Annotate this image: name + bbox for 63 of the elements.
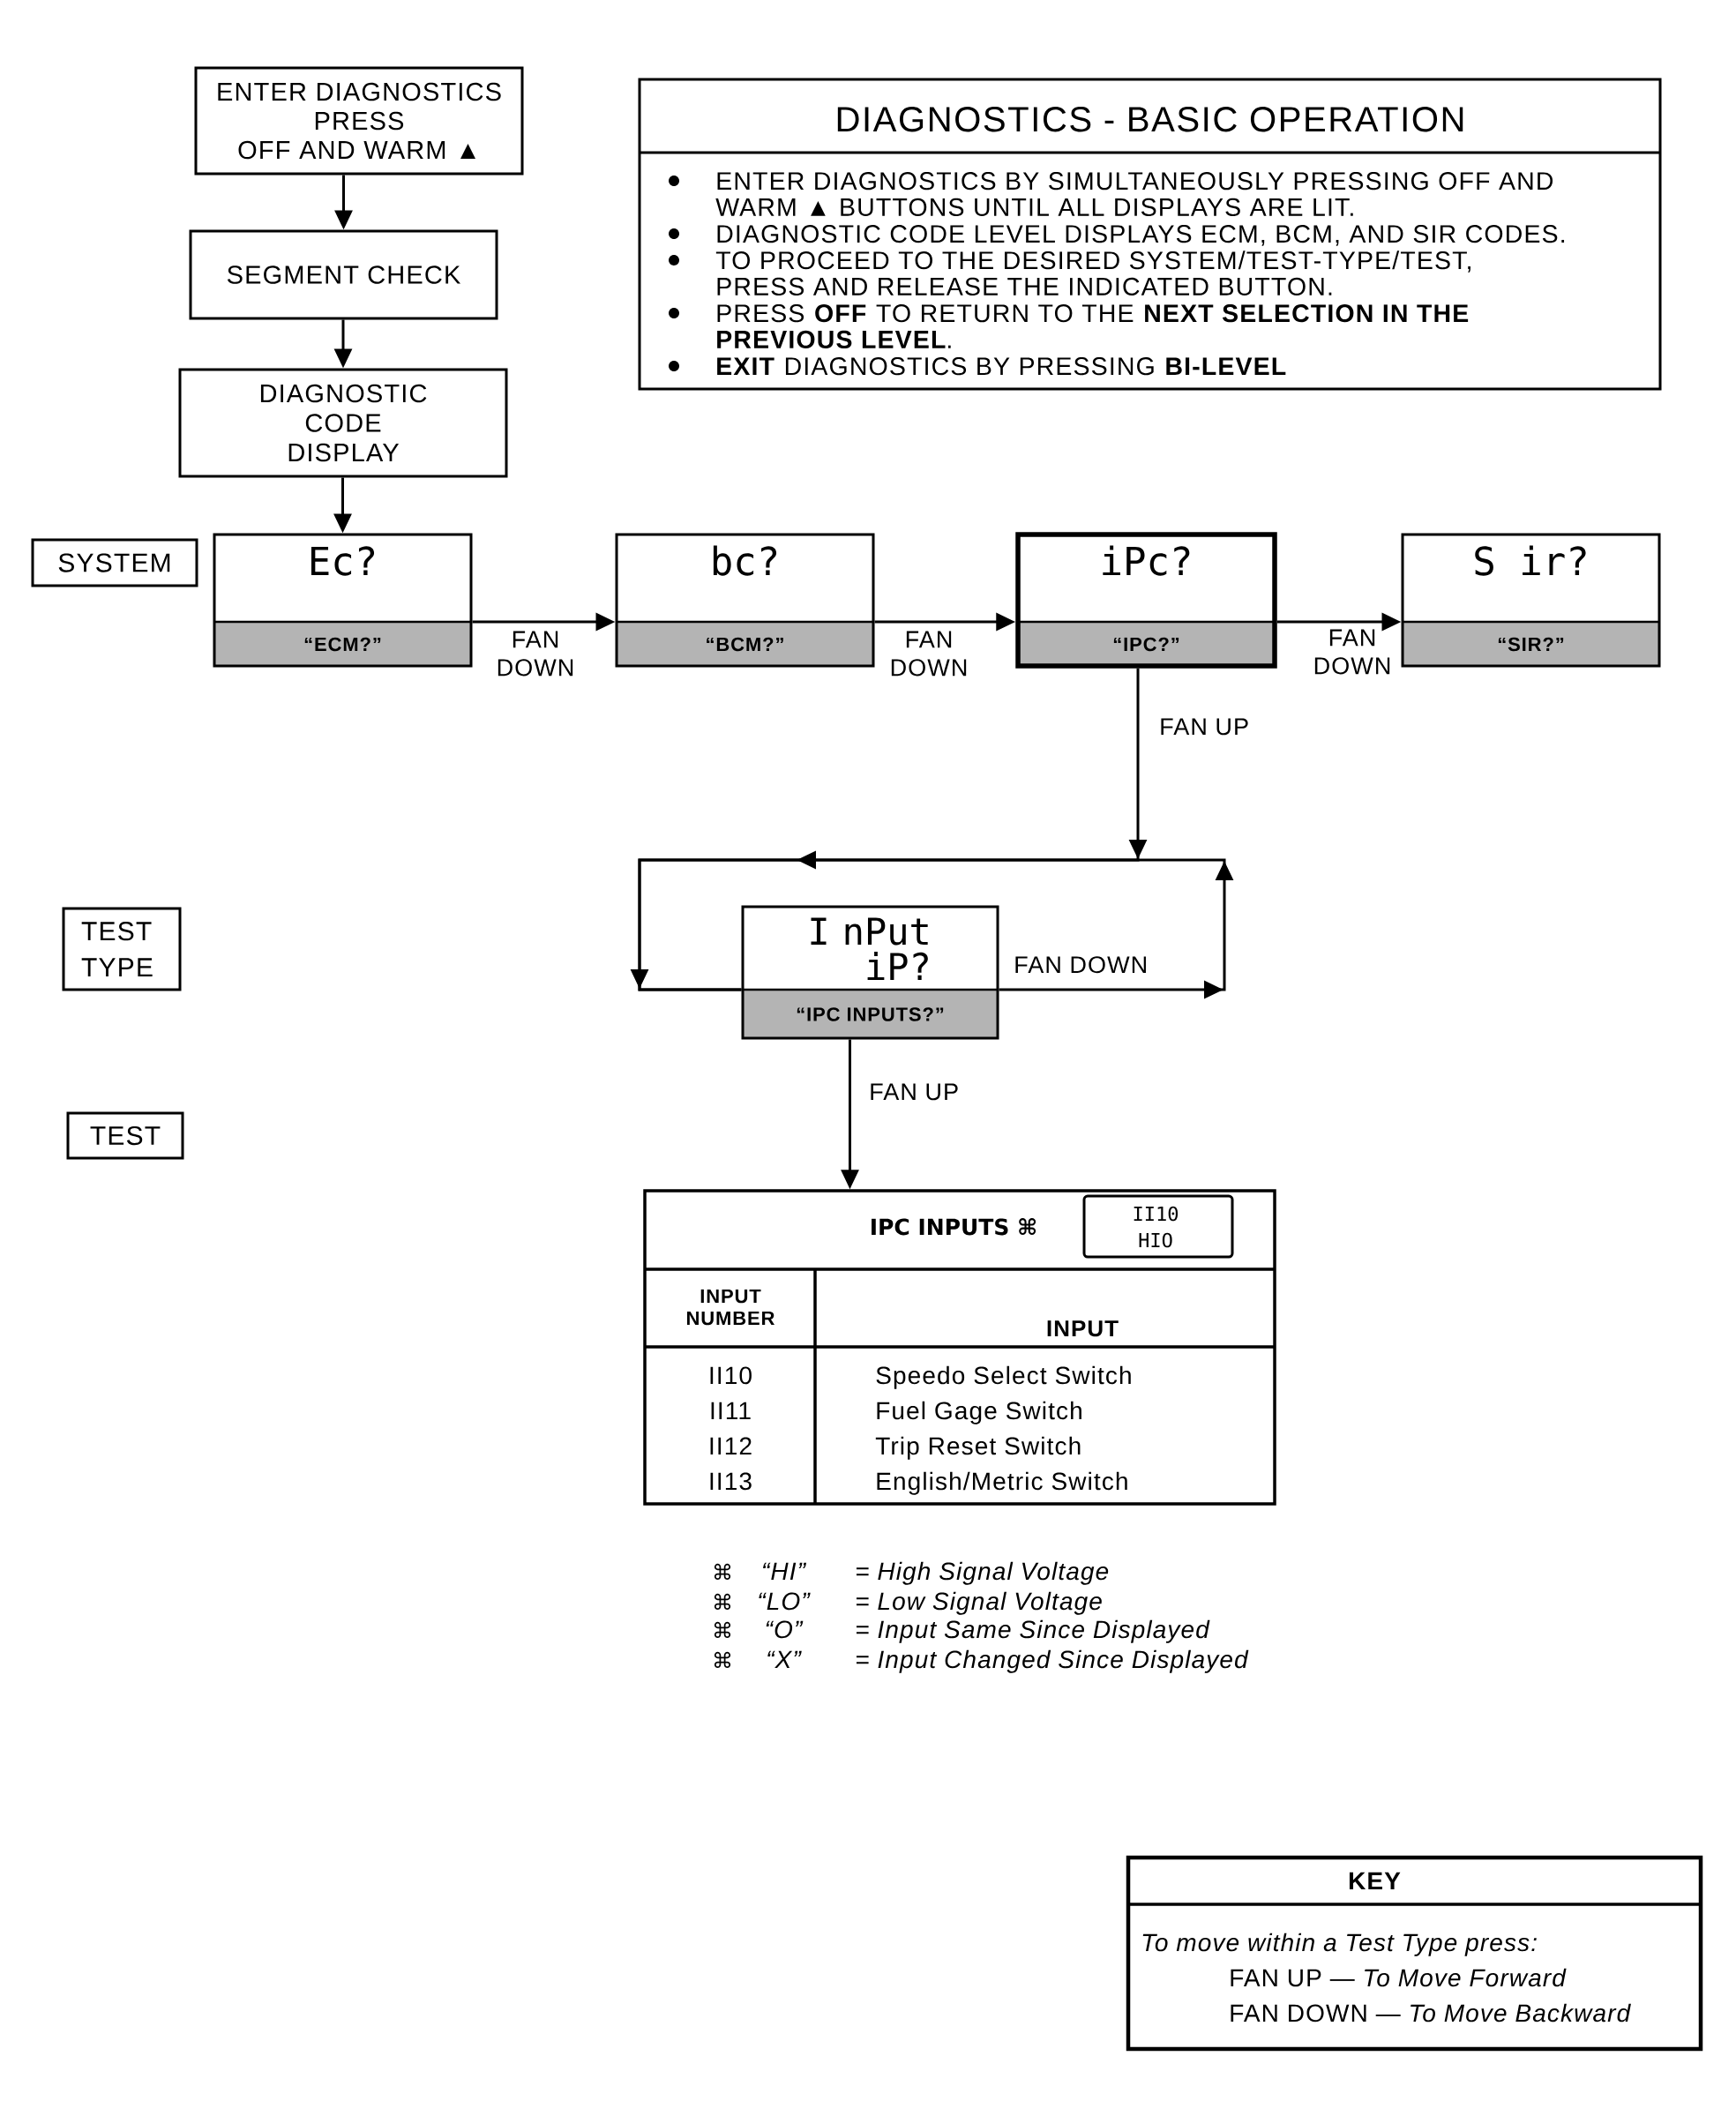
- key-text: To move within a Test Type press:: [1142, 1933, 1537, 1956]
- bullet-text: EXIT DIAGNOSTICS BY PRESSING BI-LEVEL: [717, 357, 1286, 376]
- lcd-readout: I nPut iP?: [811, 917, 928, 980]
- message-band: “ECM?”: [214, 622, 471, 666]
- lcd-display: II10 HIO: [1082, 1194, 1234, 1259]
- display-box: [213, 533, 473, 668]
- bullet-text: ENTER DIAGNOSTICS BY SIMULTANEOUSLY PRESSING OFF AND WARM ▲ BUTTONS UNTIL ALL DISPLAYS ARE LIT.: [715, 172, 1553, 216]
- lcd-readout: iPc?: [1103, 545, 1190, 576]
- data-table: [643, 1189, 1276, 1506]
- level-tag: TEST TYPE: [62, 907, 182, 991]
- key-heading: KEY: [1350, 1872, 1401, 1890]
- table-heading: IPC INPUTS ⌘: [872, 1218, 1036, 1236]
- column-header: INPUT NUMBER: [687, 1289, 774, 1326]
- table-cell: English/Metric Switch: [877, 1471, 1127, 1495]
- bullet-text: TO PROCEED TO THE DESIRED SYSTEM/TEST-TYPE/TEST, PRESS AND RELEASE THE INDICATED BUTTON.: [715, 250, 1470, 295]
- footnote-code: “HI”: [763, 1562, 807, 1580]
- display-box: [615, 533, 875, 668]
- footnote-text: = Input Same Since Displayed: [857, 1619, 1210, 1643]
- edge-label: FAN UP: [1161, 718, 1248, 736]
- process-box: ENTER DIAGNOSTICS PRESS OFF AND WARM ▲: [194, 66, 524, 176]
- edge-label: FAN DOWN: [1015, 956, 1146, 974]
- edge-label: FAN DOWN: [891, 631, 967, 677]
- bullet-text: PRESS OFF TO RETURN TO THE NEXT SELECTION IN THE PREVIOUS LEVEL.: [717, 304, 1469, 348]
- footnote-text: = High Signal Voltage: [857, 1561, 1109, 1585]
- level-tag: TEST: [66, 1111, 184, 1160]
- footnote-text: = Low Signal Voltage: [857, 1591, 1102, 1615]
- display-box: [1015, 532, 1277, 669]
- footnote-code: “O”: [766, 1620, 804, 1639]
- panel-heading: DIAGNOSTICS - BASIC OPERATION: [837, 107, 1463, 132]
- table-cell: Trip Reset Switch: [875, 1436, 1081, 1460]
- process-box: DIAGNOSTIC CODE DISPLAY: [178, 368, 508, 478]
- table-cell: II12: [710, 1437, 752, 1454]
- edge-label: FAN DOWN: [1314, 629, 1390, 675]
- table-cell: II13: [710, 1472, 752, 1491]
- footnote-text: = Input Changed Since Displayed: [857, 1649, 1249, 1673]
- table-cell: II10: [710, 1366, 752, 1385]
- column-header: INPUT: [1047, 1320, 1119, 1337]
- message-band: “BCM?”: [617, 622, 873, 666]
- table-cell: Speedo Select Switch: [876, 1365, 1131, 1389]
- footnote-code: “X”: [767, 1650, 802, 1669]
- lcd-readout: bc?: [713, 545, 777, 576]
- message-band: “SIR?”: [1403, 622, 1659, 666]
- table-cell: Fuel Gage Switch: [877, 1401, 1081, 1424]
- edge-label: FAN UP: [871, 1083, 958, 1101]
- key-text: FAN UP — To Move Forward: [1231, 1968, 1567, 1987]
- display-box: [741, 905, 999, 1040]
- message-band: “IPC INPUTS?”: [743, 990, 998, 1038]
- footnote-mark: ⌘: [714, 1563, 731, 1580]
- footnote-mark: ⌘: [714, 1621, 731, 1638]
- footnote-code: “LO”: [759, 1592, 811, 1611]
- edge-label: FAN DOWN: [498, 631, 573, 677]
- lcd-readout: Ec?: [311, 546, 375, 576]
- process-box: SEGMENT CHECK: [189, 229, 498, 320]
- display-box: [1401, 533, 1661, 668]
- bullet-text: DIAGNOSTIC CODE LEVEL DISPLAYS ECM, BCM, AND SIR CODES.: [717, 225, 1565, 246]
- lcd-readout: S ir?: [1475, 545, 1586, 576]
- key-box: [1126, 1855, 1703, 2052]
- key-text: FAN DOWN — To Move Backward: [1231, 2003, 1631, 2023]
- footnote-mark: ⌘: [714, 1651, 731, 1668]
- level-tag: SYSTEM: [31, 538, 198, 587]
- footnote-mark: ⌘: [714, 1593, 731, 1610]
- table-cell: II11: [711, 1402, 751, 1419]
- info-panel: [638, 78, 1662, 391]
